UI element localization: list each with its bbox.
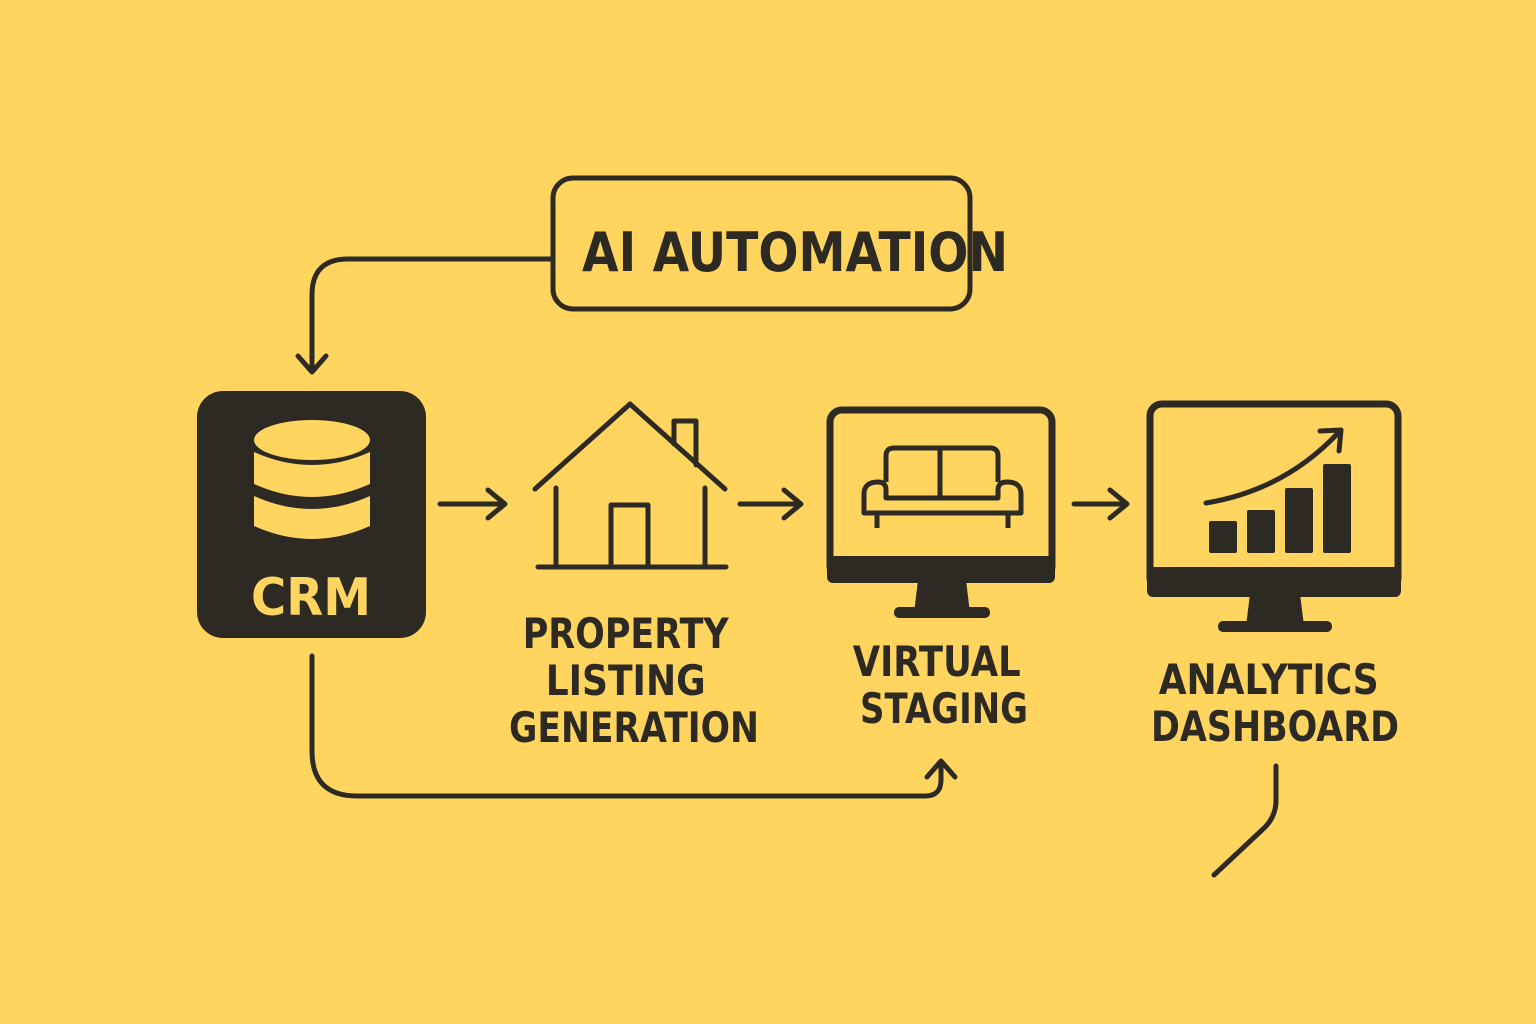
monitor-sofa-icon [826,406,1056,618]
connector-crm-to-staging [309,653,958,799]
ai-automation-label: AI AUTOMATION [582,221,1008,284]
connector-analytics-out [1211,763,1279,878]
arrowhead-up-icon [924,758,958,780]
ai-automation-node: AI AUTOMATION [550,175,1008,312]
house-icon [532,401,729,570]
listing-node: PROPERTY LISTING GENERATION [509,401,759,752]
sofa-icon [861,445,1024,528]
arrow-crm-to-listing [437,487,508,521]
arrow-listing-to-staging [737,487,804,521]
analytics-label: ANALYTICS DASHBOARD [1151,655,1399,751]
database-icon [254,420,370,539]
staging-node: VIRTUAL STAGING [826,406,1056,733]
crm-label: CRM [251,568,371,628]
bar-chart-icon [1209,464,1351,553]
connector-automation-to-crm [295,256,556,375]
staging-label: VIRTUAL STAGING [853,637,1036,733]
listing-label: PROPERTY LISTING GENERATION [509,609,759,752]
monitor-chart-icon [1146,400,1402,632]
ai-automation-box [550,175,973,312]
crm-node: CRM [197,391,426,638]
trend-arrow-icon [1203,427,1344,506]
arrow-staging-to-analytics [1071,487,1130,521]
analytics-node: ANALYTICS DASHBOARD [1146,400,1402,751]
arrowhead-down-icon [295,353,329,375]
